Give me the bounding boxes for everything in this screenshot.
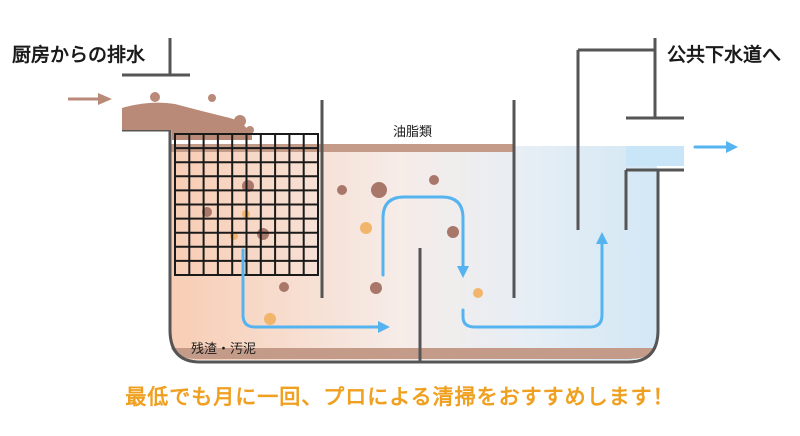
inflow-arrow	[68, 93, 112, 105]
outlet-label: 公共下水道へ	[667, 44, 782, 66]
tank-wall	[168, 130, 660, 364]
grease-layer	[170, 144, 514, 152]
outlet-channel-water	[626, 146, 684, 166]
grease-label: 油脂類	[393, 125, 433, 140]
cleaning-recommendation: 最低でも月に一回、プロによる清掃をおすすめします！	[125, 385, 675, 409]
sludge-label: 残渣・汚泥	[191, 342, 257, 357]
sludge-layer	[171, 348, 656, 359]
strainer-basket	[174, 133, 319, 276]
waste-particle	[208, 94, 216, 102]
waste-particle	[150, 92, 160, 102]
outlet-pipe	[576, 38, 684, 230]
waste-particle	[234, 115, 246, 127]
inflow-waste	[122, 102, 252, 140]
inlet-label: 厨房からの排水	[12, 44, 146, 66]
flow-arrows	[241, 141, 738, 333]
waste-particle	[246, 126, 254, 134]
tank-water	[170, 146, 683, 360]
